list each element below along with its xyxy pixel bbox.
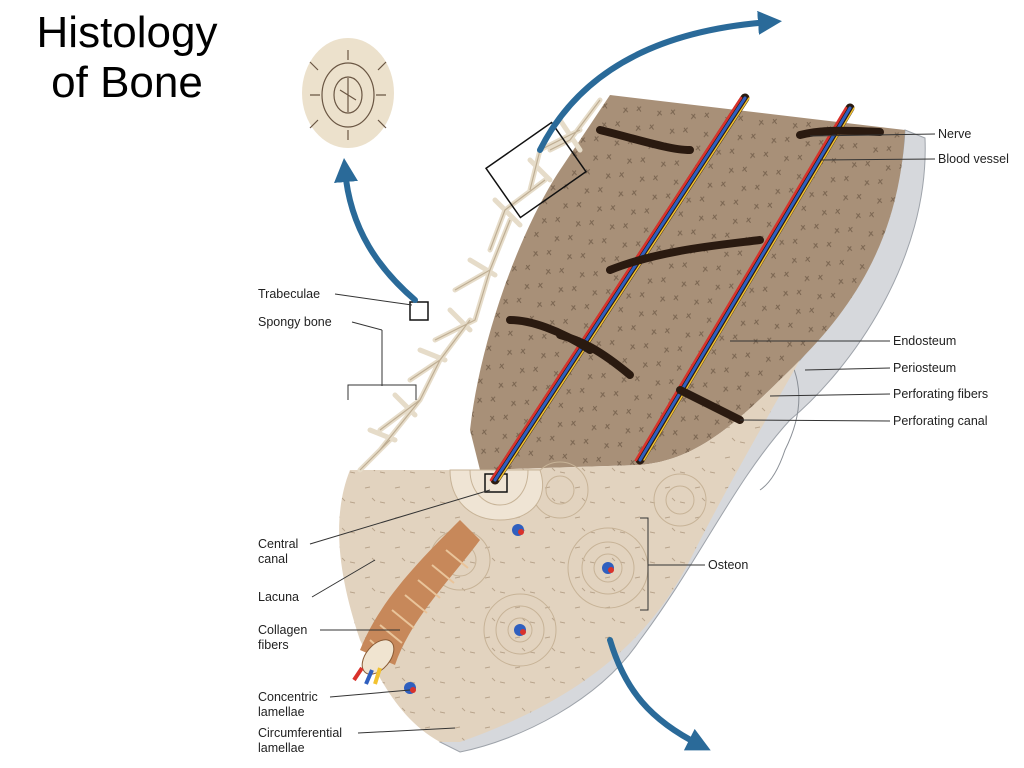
label-perforating-fibers: Perforating fibers — [893, 387, 989, 401]
label-circumferential-lamellae: Circumferential lamellae — [258, 726, 343, 755]
cut-osteon — [449, 469, 544, 521]
label-nerve: Nerve — [938, 127, 972, 141]
trabecula-inset — [302, 38, 394, 148]
osteon-cylinder — [352, 520, 480, 685]
leader-lines — [309, 133, 936, 734]
label-trabeculae: Trabeculae — [258, 287, 321, 301]
page-title: Histology of Bone — [22, 8, 232, 108]
label-central-canal: Central canal — [258, 537, 299, 566]
trabecula-detail-box — [409, 301, 429, 321]
label-blood-vessel: Blood vessel — [938, 152, 1009, 166]
compact-bone-texture — [470, 95, 905, 470]
label-collagen-fibers: Collagen fibers — [258, 623, 308, 652]
label-lacuna: Lacuna — [258, 590, 300, 604]
label-concentric-lamellae: Concentric lamellae — [258, 690, 318, 719]
spongy-detail-box — [484, 121, 588, 219]
label-periosteum: Periosteum — [893, 361, 957, 375]
label-endosteum: Endosteum — [893, 334, 957, 348]
spongy-bone-bracket — [347, 384, 417, 400]
perforating-fibers-fringe — [759, 359, 800, 491]
label-spongy-bone: Spongy bone — [258, 315, 332, 329]
osteon-bracket — [640, 517, 649, 611]
label-perforating-canal: Perforating canal — [893, 414, 988, 428]
volkmann-canals — [506, 126, 884, 424]
label-osteon: Osteon — [708, 558, 749, 572]
osteon-central-canals — [404, 524, 614, 694]
title-line-2: of Bone — [51, 58, 203, 107]
bone-front-texture — [339, 360, 800, 742]
title-line-1: Histology — [36, 8, 218, 57]
haversian-vessels — [489, 93, 855, 485]
direction-arrows — [334, 10, 782, 751]
